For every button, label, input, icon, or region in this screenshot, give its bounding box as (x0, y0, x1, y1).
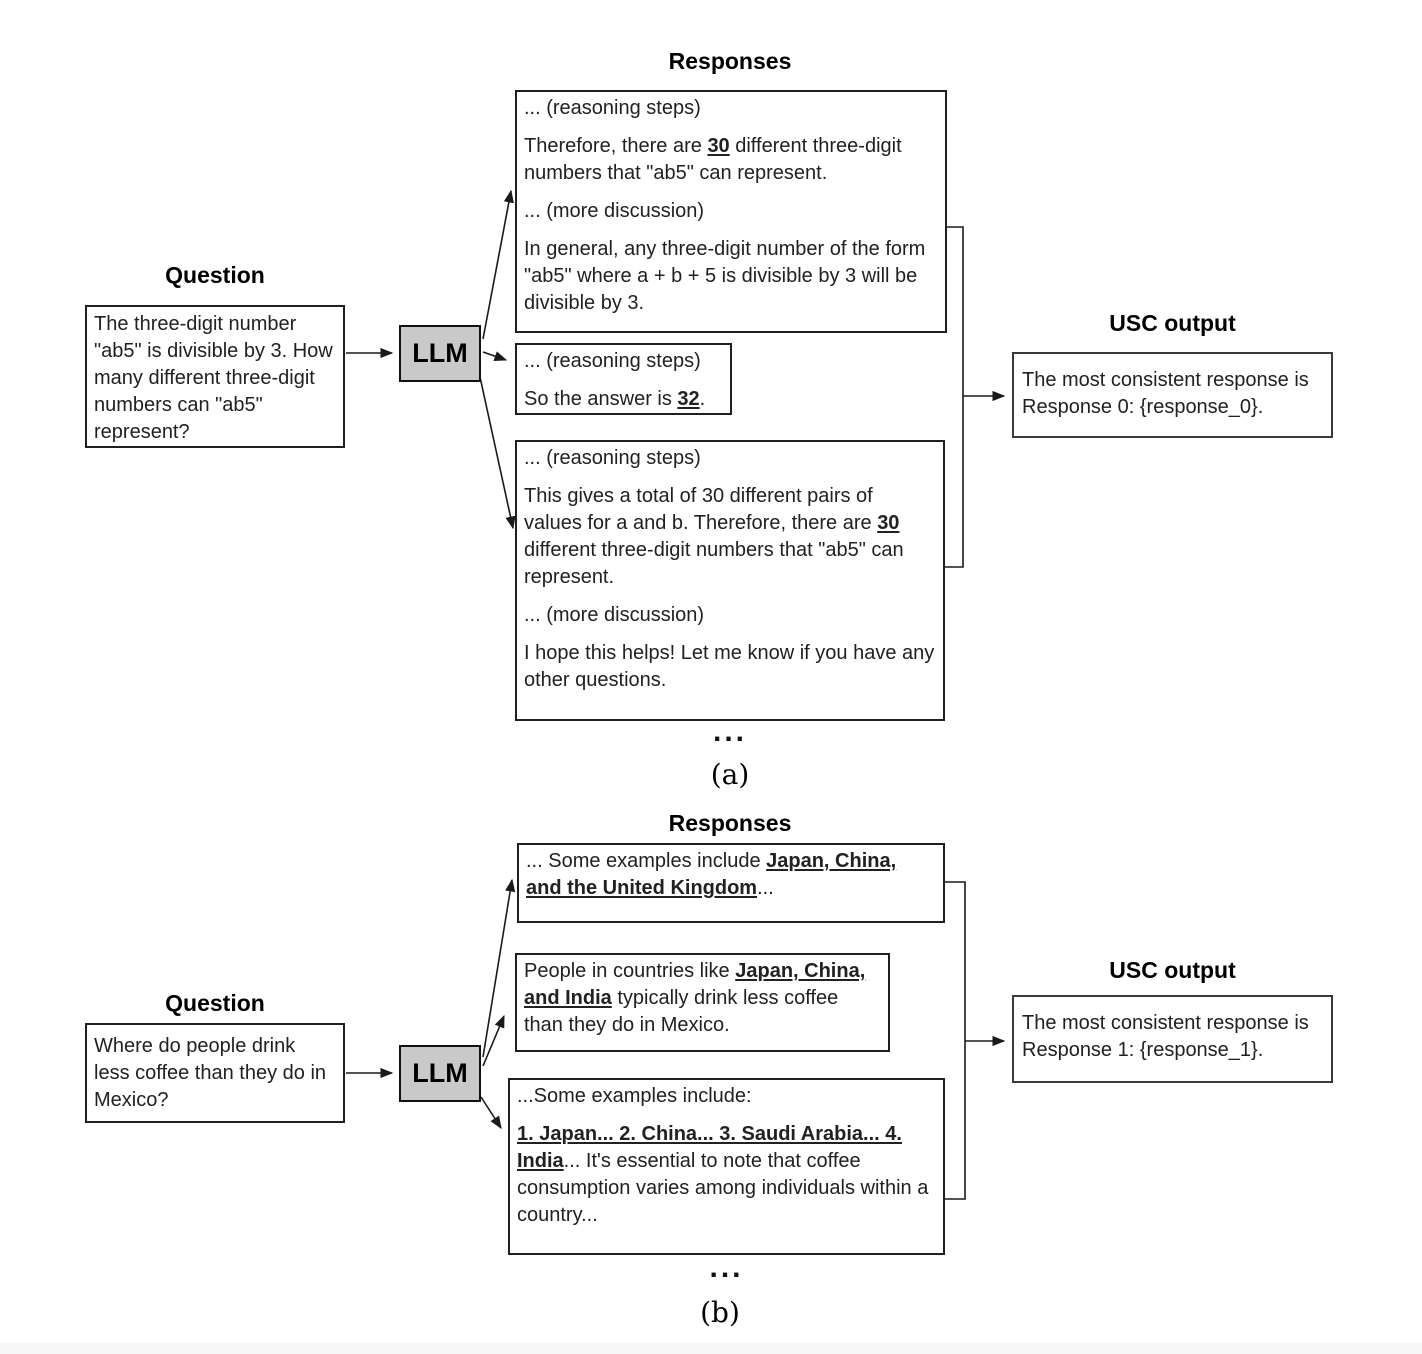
response-box-a-0: ... (reasoning steps)Therefore, there ar… (515, 90, 947, 333)
response-box-b-2: ...Some examples include:1. Japan... 2. … (508, 1078, 945, 1255)
question-box-a: The three-digit number "ab5" is divisibl… (85, 305, 345, 448)
arrow-llm-to-response-2-b (480, 1096, 502, 1130)
response-box-a-2: ... (reasoning steps)This gives a total … (515, 440, 945, 721)
responses-heading-b: Responses (668, 810, 792, 836)
llm-box-a: LLM (399, 325, 481, 382)
usc-output-box-a: The most consistent response is Response… (1012, 352, 1333, 438)
usc-output-box-b: The most consistent response is Response… (1012, 995, 1333, 1083)
llm-box-b: LLM (399, 1045, 481, 1102)
question-box-b: Where do people drink less coffee than t… (85, 1023, 345, 1123)
question-heading-b: Question (165, 990, 265, 1016)
arrow-llm-to-response-0-b (482, 878, 516, 1058)
responses-heading-a: Responses (668, 48, 792, 74)
bracket-responses-b (945, 881, 966, 1200)
arrow-llm-to-response-2-a (479, 376, 516, 530)
caption-a: (a) (710, 758, 750, 791)
response-box-b-1: People in countries like Japan, China, a… (515, 953, 890, 1052)
response-box-a-1: ... (reasoning steps)So the answer is 32… (515, 343, 732, 415)
arrow-llm-to-response-1-b (482, 1014, 505, 1067)
bracket-responses-a (945, 226, 964, 568)
more-responses-ellipsis-b: ... (709, 1251, 744, 1284)
question-heading-a: Question (165, 262, 265, 288)
response-box-b-0: ... Some examples include Japan, China, … (517, 843, 945, 923)
more-responses-ellipsis-a: ... (712, 715, 747, 748)
arrow-llm-to-response-1-a (482, 351, 508, 362)
caption-b: (b) (700, 1296, 740, 1329)
arrow-llm-to-response-0-a (482, 189, 514, 340)
usc-heading-b: USC output (1109, 957, 1236, 983)
usc-heading-a: USC output (1109, 310, 1236, 336)
bottom-strip (0, 1343, 1422, 1354)
